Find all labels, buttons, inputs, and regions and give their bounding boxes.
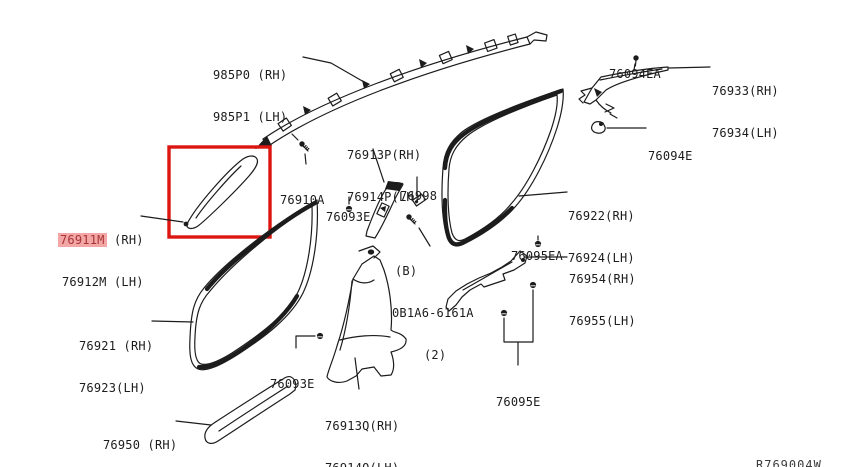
fastener-76093e-lower-icon	[295, 332, 324, 349]
highlight-selection-box	[167, 145, 272, 239]
leader-lines	[140, 56, 711, 426]
fastener-bolt-b-icon	[405, 213, 431, 247]
label-rear-sill-garnish[interactable]: 76954(RH) 76955(LH)	[569, 272, 636, 328]
b-pillar-lower-garnish-shape[interactable]	[326, 245, 407, 383]
fastener-76095e-pair-icon	[500, 281, 537, 366]
label-curtain-airbag[interactable]: 985P0 (RH) 985P1 (LH)	[213, 68, 288, 124]
label-bolt-b[interactable]: (B) 0B1A6-6161A (2)	[392, 264, 474, 362]
a-pillar-garnish-shape[interactable]	[183, 155, 259, 230]
label-b-pillar-upper-garnish[interactable]: 76913P(RH) 76914P(LH)	[347, 148, 422, 204]
label-clip-76910a[interactable]: 76910A	[280, 193, 325, 207]
rear-sill-garnish-shape[interactable]	[445, 250, 528, 312]
front-door-seal-shape[interactable]	[189, 199, 318, 371]
label-clip-76094ea[interactable]: 76094EA	[609, 67, 661, 81]
label-clip-76998[interactable]: 76998	[400, 189, 438, 203]
label-a-pillar-garnish[interactable]: 76911M (RH) 76912M (LH)	[58, 233, 144, 289]
rear-door-seal-shape[interactable]	[441, 88, 564, 247]
label-rear-door-seal[interactable]: 76922(RH) 76924(LH)	[568, 209, 635, 265]
fastener-76095ea-icon	[534, 235, 542, 248]
b-pillar-upper-garnish-shape[interactable]	[365, 181, 404, 239]
fastener-76910a-icon	[291, 133, 310, 165]
label-clip-76093e-lower[interactable]: 76093E	[270, 377, 315, 391]
fastener-76998-icon	[411, 176, 427, 207]
front-sill-garnish-shape[interactable]	[204, 376, 297, 444]
fastener-76093e-upper-icon	[345, 196, 353, 213]
fastener-76094ea-icon	[632, 54, 640, 71]
fastener-76094e-icon	[591, 121, 606, 134]
label-clip-76095e[interactable]: 76095E	[496, 395, 541, 409]
highlighted-part-number[interactable]: 76911M	[58, 233, 107, 247]
diagram-reference-code: R769004W	[756, 458, 822, 467]
curtain-airbag-rail-shape	[255, 31, 548, 149]
label-front-sill-garnish[interactable]: 76950 (RH) 76951 (LH)	[103, 438, 178, 452]
label-clip-76093e-upper[interactable]: 76093E	[326, 210, 371, 224]
label-clip-76094e[interactable]: 76094E	[648, 149, 693, 163]
label-front-door-seal[interactable]: 76921 (RH) 76923(LH)	[79, 339, 154, 395]
label-rear-pillar-garnish[interactable]: 76933(RH) 76934(LH)	[712, 84, 779, 140]
label-b-pillar-lower-garnish[interactable]: 76913Q(RH) 76914Q(LH)	[325, 419, 400, 467]
rear-pillar-garnish-shape[interactable]	[578, 66, 669, 119]
label-clip-76095ea[interactable]: 76095EA	[511, 249, 563, 263]
